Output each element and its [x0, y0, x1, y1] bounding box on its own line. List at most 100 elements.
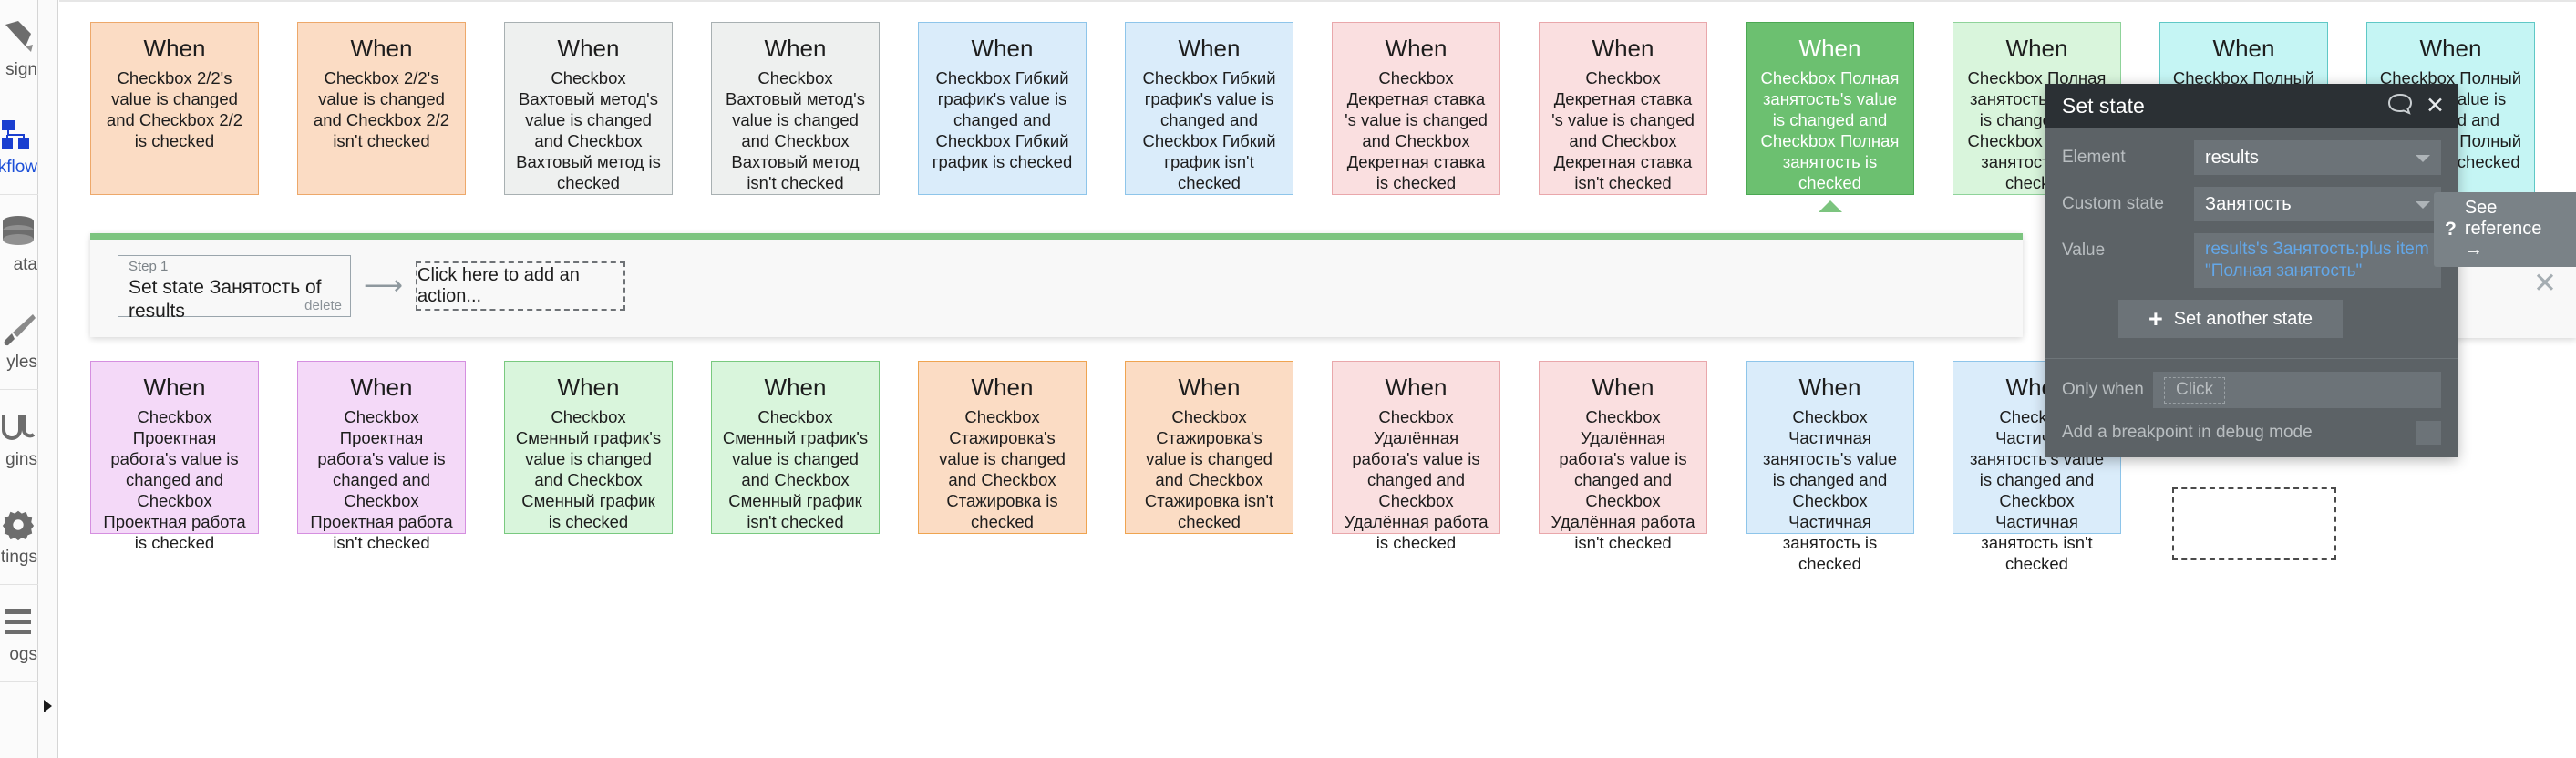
sidebar-item-label: kflow [0, 158, 37, 177]
breakpoint-label: Add a breakpoint in debug mode [2062, 423, 2313, 442]
step-number-label: Step 1 [129, 259, 169, 274]
empty-action-placeholder[interactable] [2172, 487, 2336, 560]
workflow-action-panel: Step 1 Set state Занятость of results de… [90, 233, 2023, 337]
close-icon[interactable]: ✕ [2426, 92, 2445, 118]
sidebar-item-data[interactable]: ata [0, 195, 38, 292]
only-when-placeholder: Click [2164, 376, 2226, 404]
logs-icon [0, 601, 38, 643]
only-when-label: Only when [2062, 380, 2144, 399]
property-editor-divider [2045, 358, 2458, 359]
event-card-title: When [143, 374, 206, 401]
property-editor-title: Set state [2062, 93, 2145, 118]
expand-panel-arrow-icon[interactable] [44, 700, 52, 712]
property-editor-header: Set state ✕ [2045, 84, 2458, 128]
design-pen-icon [0, 16, 38, 58]
sidebar-item-styles[interactable]: yles [0, 292, 38, 390]
see-reference-tooltip[interactable]: ? See reference → [2434, 192, 2576, 267]
question-mark-icon: ? [2445, 218, 2457, 240]
event-card-title: When [1798, 35, 1861, 62]
only-when-row: Only when Click [2045, 359, 2458, 414]
plus-icon: + [2148, 304, 2163, 333]
event-card-condition: Checkbox 2/2's value is changed and Chec… [106, 68, 243, 150]
event-card-condition: Checkbox Декретная ставка 's value is ch… [1345, 68, 1488, 192]
event-card-title: When [1385, 374, 1448, 401]
only-when-input[interactable]: Click [2153, 372, 2441, 408]
element-dropdown[interactable]: results [2194, 140, 2441, 175]
step-title-label: Set state Занятость of results [129, 277, 322, 322]
sidebar-item-settings[interactable]: tings [0, 487, 38, 585]
comment-bubble-icon[interactable] [2387, 93, 2413, 119]
sidebar-collapse-strip[interactable] [38, 0, 58, 758]
event-card-condition: Checkbox Вахтовый метод's value is chang… [516, 68, 661, 192]
sidebar-item-plugins[interactable]: gins [0, 390, 38, 487]
breakpoint-checkbox[interactable] [2416, 421, 2441, 445]
event-card-title: When [557, 374, 620, 401]
set-another-state-button[interactable]: + Set another state [2118, 300, 2343, 338]
element-value: results [2205, 147, 2259, 168]
event-card-title: When [2212, 35, 2275, 62]
event-card-condition: Checkbox 2/2's value is changed and Chec… [313, 68, 450, 150]
chevron-down-icon [2416, 155, 2430, 162]
event-card-title: When [2005, 35, 2068, 62]
event-card-title: When [971, 374, 1034, 401]
set-another-state-label: Set another state [2173, 308, 2313, 329]
event-card-condition: Checkbox Стажировка's value is changed a… [1144, 407, 1274, 531]
custom-state-value: Занятость [2205, 193, 2292, 214]
sidebar-item-label: tings [0, 548, 37, 567]
sidebar-item-label: ogs [9, 645, 37, 664]
event-card-title: When [143, 35, 206, 62]
sidebar-item-label: ata [13, 255, 37, 274]
event-card-title: When [1178, 35, 1241, 62]
value-row: Value results's Занятость:plus item "Пол… [2062, 233, 2441, 288]
workflow-step-1[interactable]: Step 1 Set state Занятость of results de… [118, 255, 351, 322]
sidebar-item-label: yles [6, 353, 37, 372]
custom-state-dropdown[interactable]: Занятость [2194, 187, 2441, 221]
event-card-condition: Checkbox Частичная занятость's value is … [1762, 407, 1898, 573]
sidebar-item-workflow[interactable]: kflow [0, 97, 38, 195]
event-card-condition: Checkbox Декретная ставка 's value is ch… [1551, 68, 1695, 192]
event-card-title: When [2419, 35, 2482, 62]
sidebar-item-logs[interactable]: ogs [0, 585, 38, 682]
value-expression-input[interactable]: results's Занятость:plus item "Полная за… [2194, 233, 2441, 288]
event-card-condition: Checkbox Сменный график's value is chang… [722, 407, 869, 531]
gear-icon [0, 504, 38, 546]
element-label: Element [2062, 148, 2126, 167]
event-card-title: When [764, 374, 827, 401]
database-icon [0, 211, 38, 253]
delete-step-link[interactable]: delete [304, 298, 342, 313]
close-icon[interactable]: ✕ [2533, 267, 2557, 299]
sidebar-item-label: sign [5, 60, 37, 79]
event-card-condition: Checkbox Проектная работа's value is cha… [310, 407, 453, 552]
see-reference-label: See reference → [2464, 198, 2542, 260]
add-action-button[interactable]: Click here to add an action... [416, 261, 626, 311]
event-card-condition: Checkbox Проектная работа's value is cha… [103, 407, 246, 552]
event-card-title: When [350, 374, 413, 401]
sidebar-item-design[interactable]: sign [0, 0, 38, 97]
event-card-title: When [1178, 374, 1241, 401]
chevron-down-icon [2416, 201, 2430, 209]
value-label: Value [2062, 241, 2106, 260]
workflow-icon [0, 114, 38, 156]
canvas-top-divider [59, 0, 2576, 2]
event-card-condition: Checkbox Сменный график's value is chang… [515, 407, 662, 531]
paintbrush-icon [0, 309, 38, 351]
